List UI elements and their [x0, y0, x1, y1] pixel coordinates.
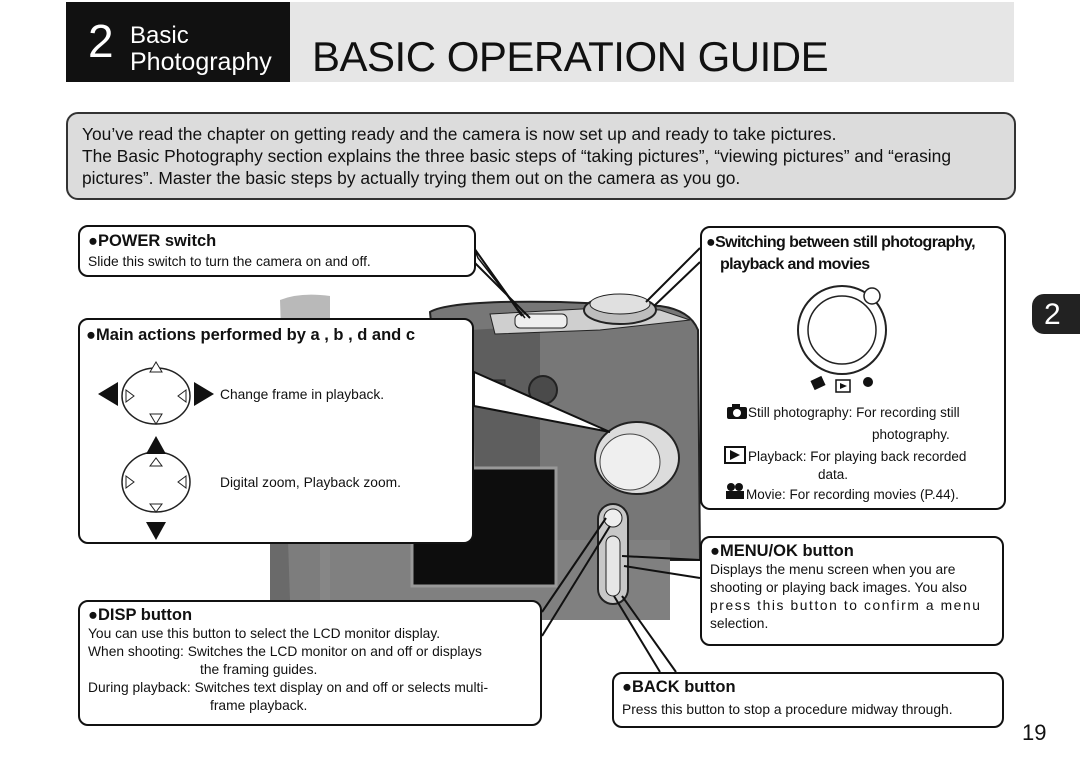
- switch-title-line2: playback and movies: [720, 256, 870, 273]
- chapter-header: 2 Basic Photography: [66, 2, 290, 82]
- switch-title-line1: ●Switching between still photography,: [706, 234, 976, 251]
- menu-ok-callout: ●MENU/OK button Displays the menu screen…: [700, 536, 1004, 646]
- camera-icon: [727, 404, 747, 419]
- playback-icon: [724, 446, 746, 464]
- camera-mode-icon: [810, 375, 826, 391]
- left-arrow-icon: [98, 382, 118, 406]
- disp-line2: When shooting: Switches the LCD monitor …: [88, 644, 482, 659]
- intro-box: You’ve read the chapter on getting ready…: [66, 112, 1016, 200]
- main-action-row2: Digital zoom, Playback zoom.: [220, 475, 401, 490]
- disp-title: ●DISP button: [88, 606, 193, 624]
- main-action-row1: Change frame in playback.: [220, 387, 385, 402]
- back-title: ●BACK button: [622, 678, 736, 696]
- chapter-side-tab: 2: [1032, 294, 1080, 334]
- menu-title: ●MENU/OK button: [710, 542, 854, 560]
- power-switch-callout: ●POWER switch Slide this switch to turn …: [78, 225, 476, 277]
- disp-line1: You can use this button to select the LC…: [88, 626, 441, 641]
- disp-line5: frame playback.: [210, 698, 308, 713]
- page-number: 19: [1022, 720, 1047, 745]
- back-desc: Press this button to stop a procedure mi…: [622, 702, 953, 717]
- chapter-name-line2: Photography: [130, 48, 272, 76]
- title-bar: BASIC OPERATION GUIDE: [290, 2, 1014, 82]
- right-arrow-icon: [194, 382, 214, 406]
- movie-line: Movie: For recording movies (P.44).: [746, 487, 959, 502]
- menu-line1: Displays the menu screen when you are: [710, 562, 956, 577]
- side-tab-number: 2: [1044, 298, 1061, 331]
- movie-mode-icon: [863, 377, 873, 387]
- chapter-name-line1: Basic: [130, 22, 189, 49]
- page-title: BASIC OPERATION GUIDE: [312, 33, 829, 80]
- menu-line2: shooting or playing back images. You als…: [710, 580, 967, 595]
- playback-line2: data.: [818, 467, 849, 482]
- power-switch-title: ●POWER switch: [88, 232, 217, 250]
- up-arrow-icon: [146, 436, 166, 454]
- intro-paragraph-1: You’ve read the chapter on getting ready…: [82, 124, 837, 144]
- disp-button-callout: ●DISP button You can use this button to …: [78, 600, 542, 726]
- mode-dial-diagram: [797, 285, 887, 393]
- playback-line1: Playback: For playing back recorded: [748, 449, 967, 464]
- intro-paragraph-2: The Basic Photography section explains t…: [82, 146, 952, 188]
- down-arrow-icon: [146, 522, 166, 540]
- disp-line3: the framing guides.: [200, 662, 318, 677]
- still-line1: Still photography: For recording still: [748, 405, 960, 420]
- direction-pad-diagrams: [98, 361, 214, 540]
- power-switch-desc: Slide this switch to turn the camera on …: [88, 254, 371, 269]
- menu-line3: press this button to confirm a menu: [710, 598, 982, 613]
- disp-line4: During playback: Switches text display o…: [88, 680, 489, 695]
- still-line2: photography.: [872, 427, 950, 442]
- mode-switch-callout: ●Switching between still photography, pl…: [700, 226, 1006, 510]
- main-actions-callout: ●Main actions performed by a , b , d and…: [78, 318, 474, 544]
- main-actions-title: ●Main actions performed by a , b , d and…: [86, 326, 416, 344]
- back-button-callout: ●BACK button Press this button to stop a…: [612, 672, 1004, 728]
- chapter-number: 2: [88, 15, 114, 67]
- menu-line4: selection.: [710, 616, 769, 631]
- movie-camera-icon: [726, 483, 744, 499]
